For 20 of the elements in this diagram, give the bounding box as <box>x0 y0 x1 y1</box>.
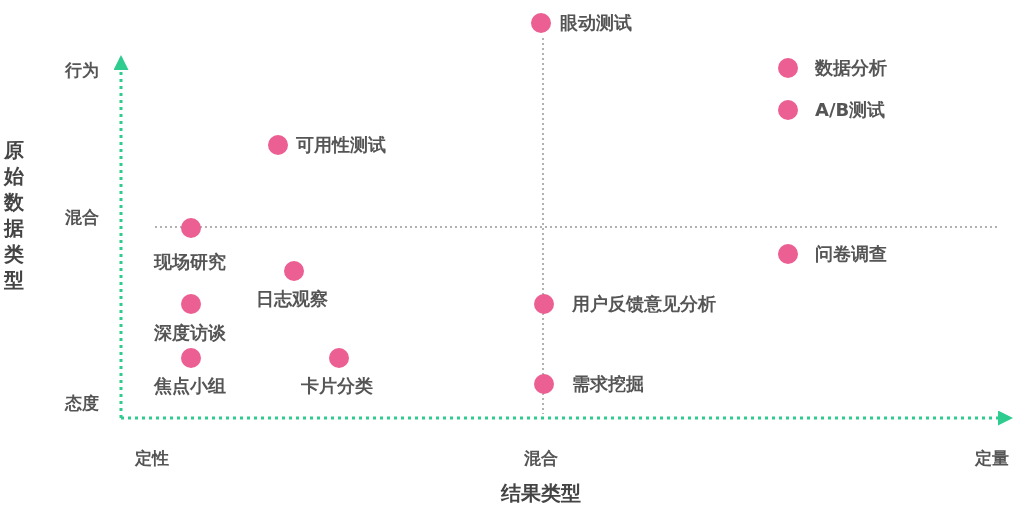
y-axis-title: 原始数据类型 <box>4 137 25 293</box>
axis-tick-label: 行为 <box>65 59 99 81</box>
axis-tick-label: 混合 <box>65 206 99 228</box>
point-label: 数据分析 <box>815 57 887 79</box>
point-label: 深度访谈 <box>154 322 226 344</box>
axis-tick-label: 态度 <box>65 392 99 414</box>
axis-tick-label: 混合 <box>524 447 558 469</box>
point-label: 日志观察 <box>256 288 328 310</box>
axis-tick-label: 定量 <box>975 447 1009 469</box>
point-label: 用户反馈意见分析 <box>572 293 716 315</box>
point-label: 需求挖掘 <box>572 373 644 395</box>
point-label: 现场研究 <box>154 251 226 273</box>
point-label: 卡片分类 <box>301 375 373 397</box>
point-label: 问卷调查 <box>815 243 887 265</box>
x-axis-title: 结果类型 <box>501 482 581 504</box>
axis-tick-label: 定性 <box>135 447 169 469</box>
point-label: A/B测试 <box>815 99 886 121</box>
point-label: 焦点小组 <box>154 375 226 397</box>
point-label: 可用性测试 <box>296 134 386 156</box>
point-label: 眼动测试 <box>560 12 632 34</box>
